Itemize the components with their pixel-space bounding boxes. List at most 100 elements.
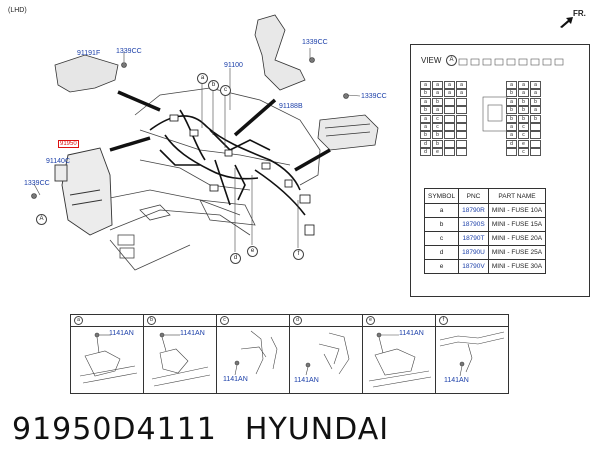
part-label-91191F: 91191F bbox=[77, 50, 101, 57]
part-name-cell: MINI - FUSE 25A bbox=[487, 245, 547, 260]
fuse-slot bbox=[444, 123, 455, 131]
part-label-91188B: 91188B bbox=[279, 103, 303, 110]
fuse-slot: c bbox=[432, 123, 443, 131]
fuse-slot: b bbox=[420, 89, 431, 98]
detail-part-label: 1141AN bbox=[180, 330, 205, 337]
detail-panel-e: e 1141AN bbox=[362, 314, 436, 394]
callout-c: c bbox=[220, 85, 231, 96]
fuse-slot: a bbox=[530, 89, 541, 98]
detail-tag: c bbox=[220, 316, 229, 325]
wiring-illustration bbox=[31, 14, 379, 271]
fuse-slot: c bbox=[518, 148, 529, 157]
fuse-slot: a bbox=[518, 89, 529, 98]
detail-tag: a bbox=[74, 316, 83, 325]
fuse-slot: b bbox=[432, 131, 443, 140]
detail-panel-a: a 1141AN bbox=[70, 314, 144, 394]
fuse-slot: b bbox=[518, 106, 529, 115]
fuse-slot bbox=[530, 131, 541, 140]
fuse-slot bbox=[456, 123, 467, 131]
callout-f: f bbox=[293, 249, 304, 260]
fuse-slot: a bbox=[518, 81, 529, 89]
fuse-slot: b bbox=[518, 114, 529, 123]
fuse-slot: a bbox=[506, 131, 517, 140]
fuse-slot: b bbox=[432, 139, 443, 148]
fuse-slot: a bbox=[456, 81, 467, 89]
part-name-cell: MINI - FUSE 20A bbox=[487, 231, 547, 246]
detail-tag: d bbox=[293, 316, 302, 325]
callout-e: e bbox=[247, 246, 258, 257]
symbol-cell: a bbox=[423, 203, 460, 218]
view-tag: A bbox=[446, 55, 457, 66]
detail-panel-d: d 1141AN bbox=[289, 314, 363, 394]
fuse-slot: d bbox=[420, 148, 431, 157]
detail-panel-c: c 1141AN bbox=[216, 314, 290, 394]
part-label-1339CC-b: 1339CC bbox=[302, 39, 328, 46]
pnc-link[interactable]: 18790R bbox=[458, 203, 489, 218]
fuse-slot: a bbox=[530, 106, 541, 115]
fuse-slot: a bbox=[432, 89, 443, 98]
footer-part-number: 91950D4111 HYUNDAI bbox=[12, 412, 389, 447]
fuse-slot: a bbox=[444, 81, 455, 89]
callout-b: b bbox=[208, 80, 219, 91]
front-direction-label: FR. bbox=[573, 9, 586, 18]
table-row: c 18790T MINI - FUSE 20A bbox=[423, 231, 547, 246]
fuse-slot: b bbox=[506, 106, 517, 115]
fuse-slot bbox=[444, 97, 455, 106]
fuse-slot bbox=[530, 148, 541, 157]
fuse-slot: b bbox=[530, 97, 541, 106]
table-row: b 18790S MINI - FUSE 15A bbox=[423, 217, 547, 232]
detail-sketch bbox=[234, 330, 278, 376]
view-label: VIEW bbox=[421, 56, 442, 65]
symbol-cell: e bbox=[423, 259, 460, 274]
relay-block bbox=[482, 96, 508, 132]
fuse-slot: e bbox=[432, 148, 443, 157]
detail-sketch bbox=[305, 332, 350, 376]
part-name-cell: MINI - FUSE 30A bbox=[487, 259, 547, 274]
part-label-91140C: 91140C bbox=[46, 158, 71, 165]
view-header-strip bbox=[458, 58, 564, 66]
fuse-slot: a bbox=[420, 123, 431, 131]
fuse-slot: a bbox=[444, 89, 455, 98]
part-label-1339CC-d: 1339CC bbox=[24, 180, 50, 187]
part-label-1339CC-a: 1339CC bbox=[116, 48, 142, 55]
fuse-slot bbox=[456, 106, 467, 115]
fuse-slot: a bbox=[432, 106, 443, 115]
fuse-slot: c bbox=[518, 123, 529, 131]
fuse-slot: b bbox=[506, 89, 517, 98]
fuse-slot: a bbox=[420, 97, 431, 106]
fuse-slot: a bbox=[432, 81, 443, 89]
part-label-91950-highlight: 91950 bbox=[58, 140, 79, 148]
pnc-link[interactable]: 18790U bbox=[458, 245, 489, 260]
col-part-name: PART NAME bbox=[487, 188, 547, 204]
front-arrow-icon bbox=[560, 17, 573, 28]
table-row: e 18790V MINI - FUSE 30A bbox=[423, 259, 547, 274]
fuse-slot: b bbox=[420, 131, 431, 140]
fuse-slot: a bbox=[420, 114, 431, 123]
brand-name: HYUNDAI bbox=[244, 412, 390, 447]
fuse-slot: a bbox=[506, 123, 517, 131]
symbol-cell: b bbox=[423, 217, 460, 232]
fuse-slot: b bbox=[506, 114, 517, 123]
fuse-slot: a bbox=[456, 89, 467, 98]
pnc-link[interactable]: 18790V bbox=[458, 259, 489, 274]
pnc-link[interactable]: 18790T bbox=[458, 231, 489, 246]
fuse-slot bbox=[444, 148, 455, 157]
detail-sketch bbox=[151, 332, 211, 387]
fuse-slot: a bbox=[506, 81, 517, 89]
fuse-slot bbox=[444, 106, 455, 115]
table-row: d 18790U MINI - FUSE 25A bbox=[423, 245, 547, 260]
detail-tag: b bbox=[147, 316, 156, 325]
table-row: a 18790R MINI - FUSE 10A bbox=[423, 203, 547, 218]
fuse-slot: c bbox=[518, 131, 529, 140]
detail-tag: e bbox=[366, 316, 375, 325]
fuse-slot: a bbox=[530, 81, 541, 89]
part-number: 91950D4111 bbox=[12, 412, 217, 447]
pnc-link[interactable]: 18790S bbox=[458, 217, 489, 232]
fuse-slot bbox=[456, 114, 467, 123]
fuse-slot: a bbox=[420, 81, 431, 89]
part-name-cell: MINI - FUSE 15A bbox=[487, 217, 547, 232]
symbol-cell: c bbox=[423, 231, 460, 246]
part-label-91100: 91100 bbox=[224, 62, 243, 69]
fuse-slot: e bbox=[518, 139, 529, 148]
detail-part-label: 1141AN bbox=[109, 330, 134, 337]
